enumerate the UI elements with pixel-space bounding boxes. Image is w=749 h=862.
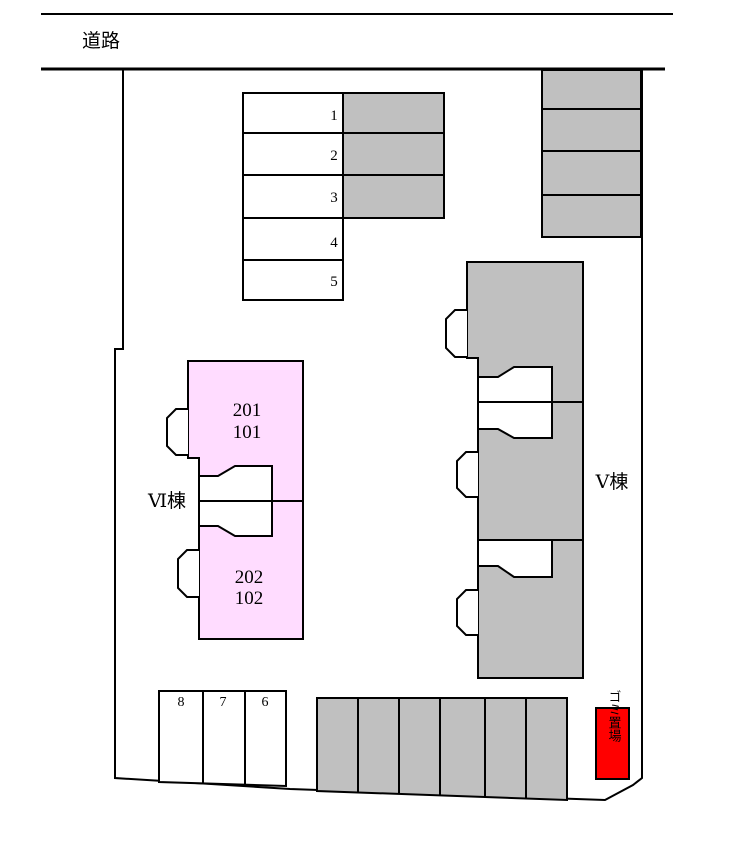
building-vi-label: Ⅵ棟 <box>147 490 186 512</box>
parking-gray-right <box>541 69 642 238</box>
parking-slot-label: 4 <box>330 235 338 251</box>
parking-numbered-top: 1 2 3 4 5 <box>242 92 344 301</box>
parking-slot-label: 2 <box>330 148 338 164</box>
parking-slot-label: 3 <box>330 190 338 206</box>
parking-slot-label: 8 <box>178 695 185 710</box>
parking-slot-label: 5 <box>330 274 338 290</box>
building-vi: 201 101 202 102 Ⅵ棟 <box>147 360 304 640</box>
unit-number: 102 <box>235 588 264 609</box>
parking-gray-top <box>342 92 445 219</box>
building-v-label: Ⅴ棟 <box>595 471 629 493</box>
parking-slot-label: 1 <box>330 108 338 124</box>
unit-number: 202 <box>235 567 264 588</box>
unit-number: 201 <box>233 400 262 421</box>
building-v: Ⅴ棟 <box>445 261 629 679</box>
garbage-area: ゴミ置場 <box>595 690 630 780</box>
garbage-label: ゴミ置場 <box>606 690 622 742</box>
unit-number: 101 <box>233 422 262 443</box>
road-label: 道路 <box>82 30 120 52</box>
parking-slot-label: 7 <box>220 695 227 710</box>
parking-numbered-bottom: 8 7 6 <box>158 690 287 788</box>
site-boundary <box>114 70 643 802</box>
parking-gray-bottom <box>316 697 568 802</box>
parking-slot-label: 6 <box>262 695 269 710</box>
